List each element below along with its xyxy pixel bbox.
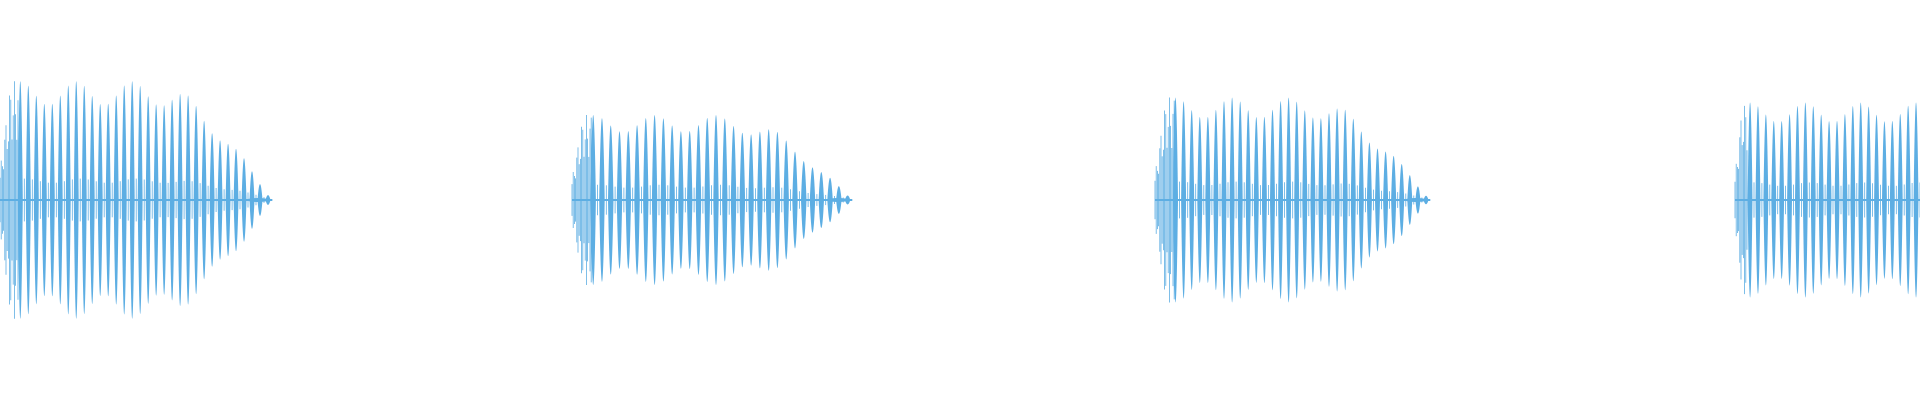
- waveform-burst-2: [571, 115, 853, 285]
- waveform-burst-1: [0, 81, 273, 319]
- waveform-burst-4: [1734, 102, 1920, 298]
- waveform-burst-3: [1154, 97, 1431, 303]
